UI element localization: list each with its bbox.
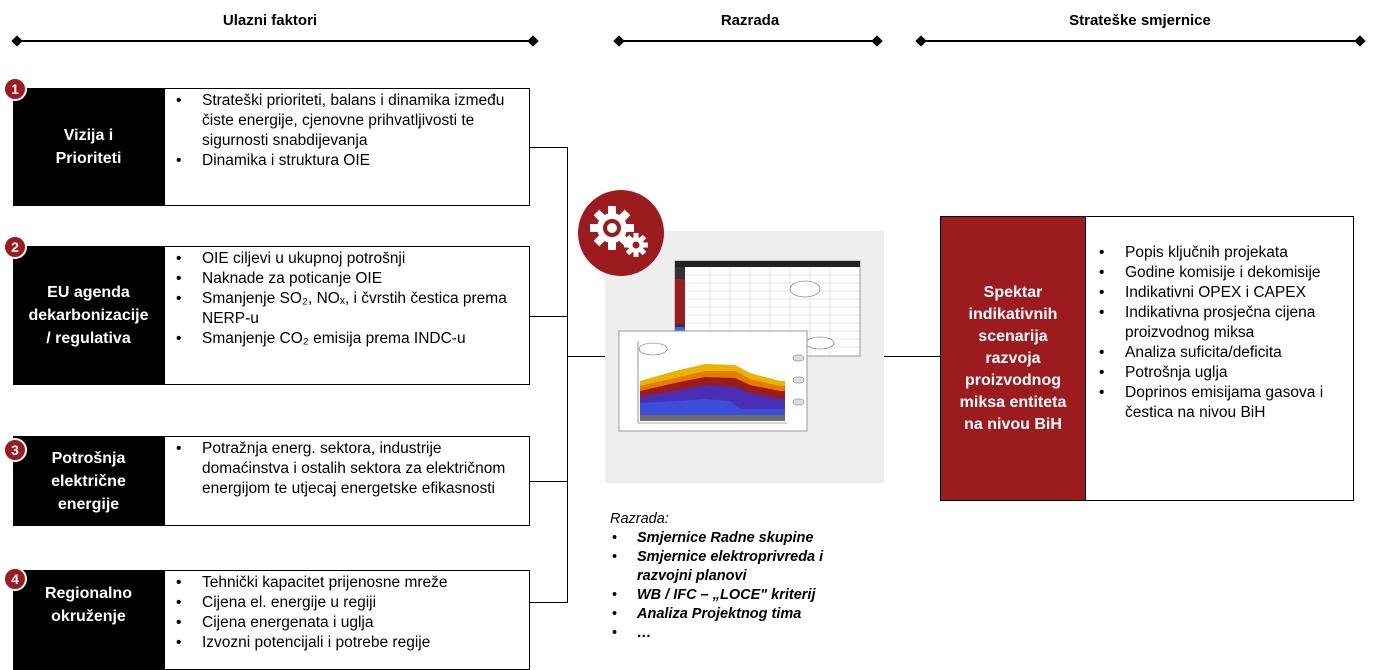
analysis-illustration (618, 260, 861, 432)
header-line-left (18, 40, 534, 42)
factor-list-eu-agenda: OIE ciljevi u ukupnoj potrošnji Naknade … (164, 246, 530, 385)
list-item: Doprinos emisijama gasova i čestica na n… (1096, 383, 1347, 423)
factor-box-potrosnja: Potrošnja električne energije (13, 436, 164, 526)
header-razrada: Razrada (720, 12, 780, 29)
diamond-marker (11, 35, 23, 47)
mini-area-chart-thumbnail (618, 330, 808, 432)
list-item: Cijena el. energije u regiji (173, 593, 523, 613)
factor-list-vizija: Strateški prioriteti, balans i dinamika … (164, 88, 530, 206)
connector-line (567, 356, 605, 357)
list-item: Strateški prioriteti, balans i dinamika … (173, 91, 523, 151)
header-ulazni-faktori: Ulazni faktori (222, 12, 318, 29)
list-item: Tehnički kapacitet prijenosne mreže (173, 573, 523, 593)
header-line-right (922, 40, 1360, 42)
header-line-center (620, 40, 878, 42)
factor-number-badge: 2 (3, 235, 27, 259)
factor-title: Vizija i Prioriteti (55, 127, 122, 167)
connector-line (530, 316, 568, 317)
factor-box-vizija: Vizija i Prioriteti (13, 88, 164, 206)
list-item: Naknade za poticanje OIE (173, 269, 523, 289)
list-item: Popis ključnih projekata (1096, 243, 1347, 263)
factor-title: EU agenda dekarbonizacije / regulativa (28, 284, 149, 347)
gears-icon (578, 190, 664, 276)
list-item: Izvozni potencijali i potrebe regije (173, 633, 523, 653)
list-item: … (610, 624, 877, 643)
factor-list-regionalno: Tehnički kapacitet prijenosne mreže Cije… (164, 570, 530, 670)
list-item: Smjernice elektroprivreda i razvojni pla… (610, 548, 877, 586)
connector-line (530, 481, 568, 482)
razrada-notes: Razrada: Smjernice Radne skupine Smjerni… (610, 510, 877, 643)
list-item: Smanjenje CO₂ emisija prema INDC-u (173, 329, 523, 349)
list-item: Cijena energenata i uglja (173, 613, 523, 633)
factor-title: Regionalno okruženje (44, 585, 133, 625)
factor-box-regionalno: Regionalno okruženje (13, 570, 164, 670)
list-item: WB / IFC – „LOCE" kriterij (610, 586, 877, 605)
list-item: Potrošnja uglja (1096, 363, 1347, 383)
factor-list-potrosnja: Potražnja energ. sektora, industrije dom… (164, 436, 530, 526)
connector-line (530, 602, 568, 603)
list-item: Analiza Projektnog tima (610, 605, 877, 624)
list-item: Godine komisije i dekomisije (1096, 263, 1347, 283)
diamond-marker (613, 35, 625, 47)
connector-line (530, 147, 568, 148)
factor-title: Potrošnja električne energije (51, 449, 126, 513)
diamond-marker (915, 35, 927, 47)
output-title-box: Spektar indikativnih scenarija razvoja p… (940, 216, 1086, 501)
header-strateske-smjernice: Strateške smjernice (1069, 12, 1211, 29)
factor-number-badge: 3 (3, 438, 27, 462)
output-title: Spektar indikativnih scenarija razvoja p… (959, 283, 1067, 433)
diamond-marker (871, 35, 883, 47)
list-item: Dinamika i struktura OIE (173, 151, 523, 171)
list-item: OIE ciljevi u ukupnoj potrošnji (173, 249, 523, 269)
connector-bracket (567, 147, 568, 603)
razrada-title: Razrada: (610, 511, 669, 527)
factor-number-badge: 1 (3, 77, 27, 101)
factor-number-badge: 4 (3, 567, 27, 591)
factor-box-eu-agenda: EU agenda dekarbonizacije / regulativa (13, 246, 164, 385)
list-item: Potražnja energ. sektora, industrije dom… (173, 439, 523, 499)
diamond-marker (527, 35, 539, 47)
list-item: Indikativna prosječna cijena proizvodnog… (1096, 303, 1347, 343)
list-item: Analiza suficita/deficita (1096, 343, 1347, 363)
list-item: Smjernice Radne skupine (610, 529, 877, 548)
list-item: Indikativni OPEX i CAPEX (1096, 283, 1347, 303)
list-item: Smanjenje SO₂, NOₓ, i čvrstih čestica pr… (173, 289, 523, 329)
analysis-panel (605, 231, 884, 483)
diamond-marker (1354, 35, 1366, 47)
output-list: Popis ključnih projekata Godine komisije… (1085, 216, 1354, 501)
connector-line (884, 356, 940, 357)
